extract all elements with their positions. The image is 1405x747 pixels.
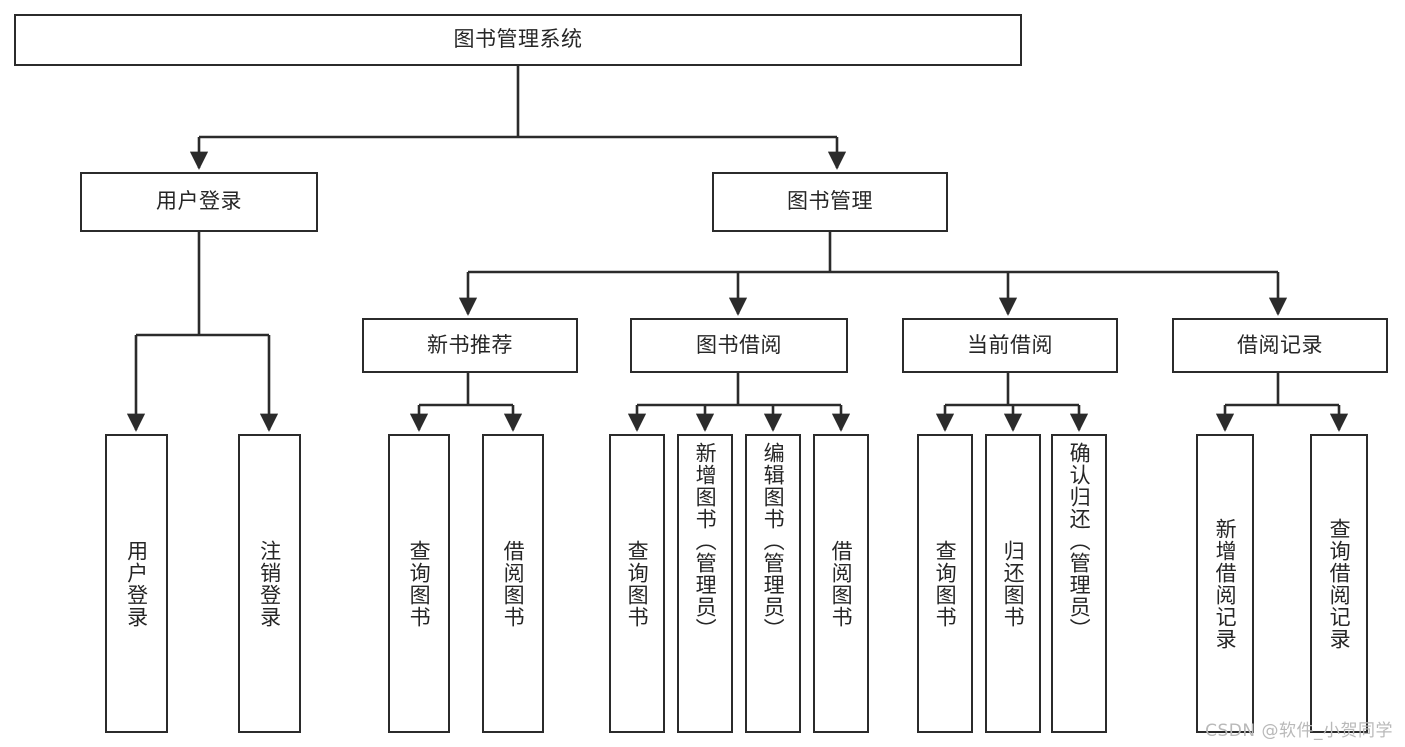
node-label: 新书推荐: [427, 332, 513, 357]
node-label: 图书管理系统: [453, 27, 583, 52]
node-label: 图书管理: [787, 189, 873, 214]
node-label: 注销登录: [257, 539, 282, 628]
node-label: 查询图书: [625, 539, 650, 628]
node-current-borrow[interactable]: 当前借阅: [902, 318, 1118, 373]
node-user-login[interactable]: 用户登录: [80, 172, 318, 232]
leaf-query-book-borrow[interactable]: 查询图书: [609, 434, 665, 733]
node-label: 编辑图书（管理员）: [761, 442, 786, 640]
node-label: 新增图书（管理员）: [693, 442, 718, 640]
node-label: 新增借阅记录: [1213, 517, 1238, 650]
node-label: 查询图书: [933, 539, 958, 628]
leaf-borrow-book-borrow[interactable]: 借阅图书: [813, 434, 869, 733]
node-label: 用户登录: [124, 539, 149, 628]
leaf-query-book-current[interactable]: 查询图书: [917, 434, 973, 733]
leaf-query-borrow-record[interactable]: 查询借阅记录: [1310, 434, 1368, 733]
node-label: 查询借阅记录: [1327, 517, 1352, 650]
node-label: 用户登录: [156, 189, 242, 214]
leaf-logout[interactable]: 注销登录: [238, 434, 301, 733]
node-label: 借阅图书: [501, 539, 526, 628]
leaf-add-borrow-record[interactable]: 新增借阅记录: [1196, 434, 1254, 733]
node-label: 图书借阅: [696, 332, 782, 357]
node-book-borrow[interactable]: 图书借阅: [630, 318, 848, 373]
leaf-user-login[interactable]: 用户登录: [105, 434, 168, 733]
node-book-manage[interactable]: 图书管理: [712, 172, 948, 232]
leaf-borrow-book-recommend[interactable]: 借阅图书: [482, 434, 544, 733]
leaf-query-book-recommend[interactable]: 查询图书: [388, 434, 450, 733]
leaf-add-book-admin[interactable]: 新增图书（管理员）: [677, 434, 733, 733]
node-label: 查询图书: [407, 539, 432, 628]
node-label: 借阅记录: [1237, 332, 1323, 357]
leaf-confirm-return-admin[interactable]: 确认归还（管理员）: [1051, 434, 1107, 733]
node-label: 当前借阅: [967, 332, 1053, 357]
leaf-edit-book-admin[interactable]: 编辑图书（管理员）: [745, 434, 801, 733]
node-root-system[interactable]: 图书管理系统: [14, 14, 1022, 66]
node-new-book-recommend[interactable]: 新书推荐: [362, 318, 578, 373]
node-label: 确认归还（管理员）: [1067, 442, 1092, 640]
node-borrow-record[interactable]: 借阅记录: [1172, 318, 1388, 373]
node-label: 借阅图书: [829, 539, 854, 628]
leaf-return-book[interactable]: 归还图书: [985, 434, 1041, 733]
node-label: 归还图书: [1001, 539, 1026, 628]
